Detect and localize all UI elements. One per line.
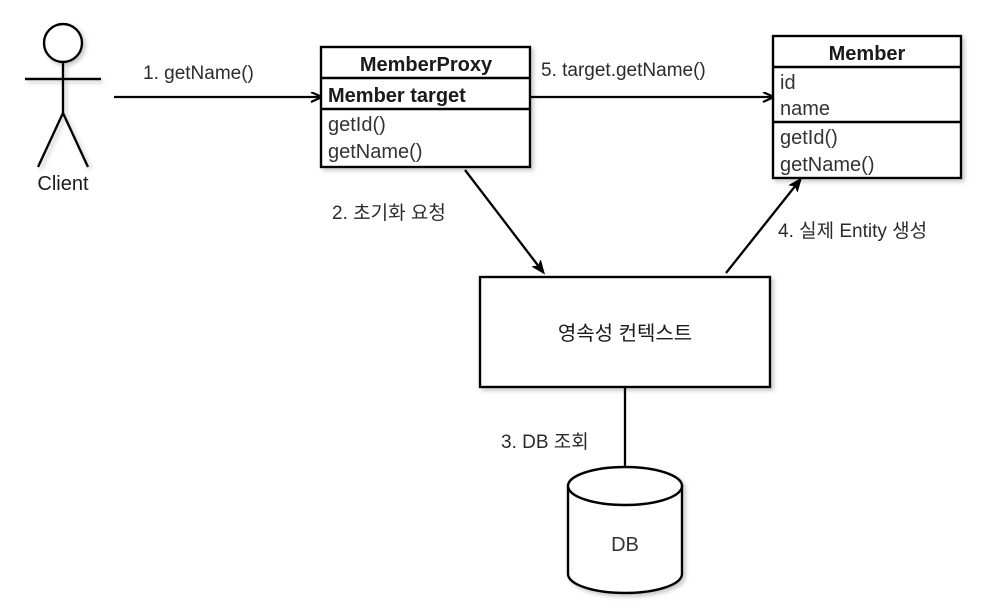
member-operation-0: getId(): [780, 127, 838, 149]
client-actor-label: Client: [37, 173, 89, 195]
actor-right-leg-line: [61, 112, 90, 168]
member-attribute-0: id: [780, 72, 796, 94]
edge-4-label: 4. 실제 Entity 생성: [778, 220, 927, 242]
edge-1-label: 1. getName(): [143, 63, 254, 84]
edge-2-label: 2. 초기화 요청: [332, 202, 446, 224]
edge-5-label: 5. target.getName(): [541, 60, 706, 81]
database-cylinder-top: [566, 465, 684, 507]
actor-head-icon: [42, 22, 84, 64]
member-proxy-operation-1: getName(): [328, 141, 422, 163]
member-operation-1: getName(): [780, 154, 874, 176]
member-proxy-attribute-0: Member target: [328, 85, 466, 107]
member-proxy-box: [319, 45, 532, 169]
member-attribute-1: name: [780, 98, 830, 120]
edge-2-arrow: [464, 169, 543, 272]
edge-4-arrow: [725, 180, 800, 274]
member-box: [771, 34, 963, 180]
member-proxy-class: [319, 45, 532, 169]
member-proxy-title: MemberProxy: [360, 54, 493, 76]
client-actor: [25, 22, 101, 168]
member-title: Member: [829, 43, 906, 65]
member-proxy-operation-0: getId(): [328, 114, 386, 136]
database-label: DB: [611, 534, 639, 556]
actor-left-leg-line: [36, 112, 65, 168]
edge-3-label: 3. DB 조회: [501, 431, 589, 453]
persistence-context-label: 영속성 컨텍스트: [558, 322, 692, 345]
member-class: [771, 34, 963, 180]
database-cylinder-body: [566, 484, 684, 595]
database-node: [566, 465, 684, 595]
